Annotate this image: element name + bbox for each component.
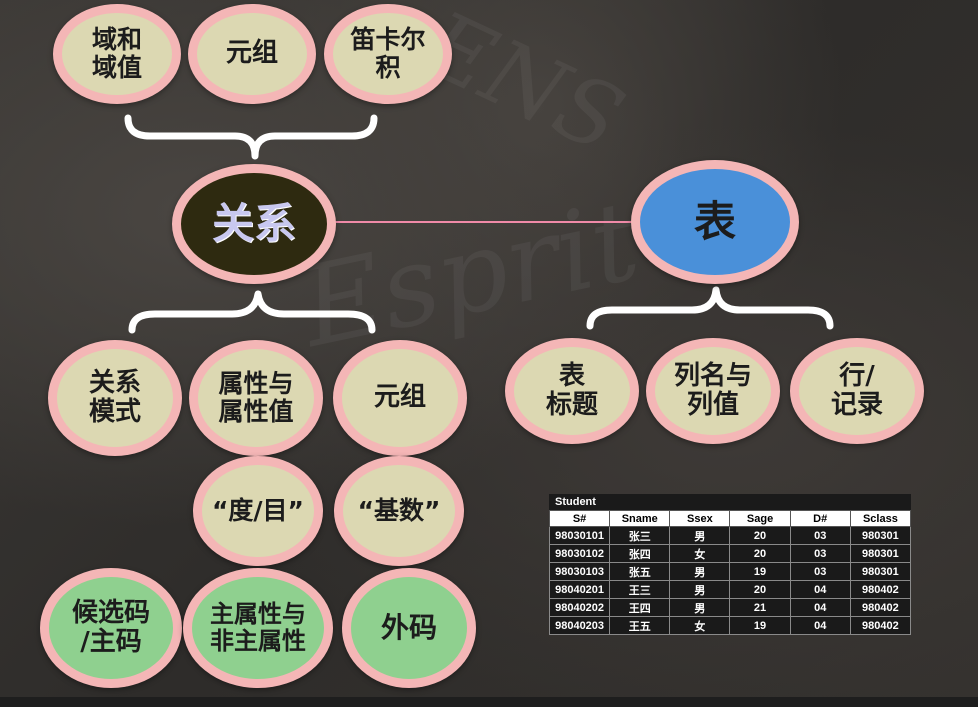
table-cell: 19 xyxy=(729,616,791,635)
node-table: 表 xyxy=(631,160,799,284)
table-cell: 21 xyxy=(729,598,791,617)
table-header-row: S# Sname Ssex Sage D# Sclass xyxy=(548,510,912,527)
table-cell: 男 xyxy=(669,580,731,599)
table-row: 98040201 王三 男 20 04 980402 xyxy=(548,580,912,599)
node-table-label: 表 xyxy=(693,197,736,247)
brace-top xyxy=(124,114,378,160)
table-row: 98040202 王四 男 21 04 980402 xyxy=(548,598,912,617)
table-cell: 王四 xyxy=(609,598,671,617)
node-candidate-key: 候选码 /主码 xyxy=(40,568,182,688)
node-row-record: 行/ 记录 xyxy=(790,338,924,444)
table-cell: 张四 xyxy=(609,544,671,563)
table-cell: 980301 xyxy=(849,562,912,581)
table-cell: 女 xyxy=(669,616,731,635)
table-cell: 980301 xyxy=(849,544,912,563)
student-table-panel: Student S# Sname Ssex Sage D# Sclass 980… xyxy=(548,494,912,635)
node-foreign-key: 外码 xyxy=(342,568,476,688)
node-attribute: 属性与 属性值 xyxy=(189,340,323,456)
table-cell: 张五 xyxy=(609,562,671,581)
bottom-bar xyxy=(0,697,978,707)
node-tuple: 元组 xyxy=(333,340,467,456)
node-cartesian-product: 笛卡尔 积 xyxy=(324,4,452,104)
table-cell: 98040203 xyxy=(548,616,611,635)
table-cell: 98030102 xyxy=(548,544,611,563)
node-caption-label: 表 标题 xyxy=(545,360,598,420)
brace-relation-children xyxy=(128,290,376,334)
node-row-label: 行/ 记录 xyxy=(830,360,883,420)
student-table: S# Sname Ssex Sage D# Sclass 98030101 张三… xyxy=(548,510,912,635)
column-header: Sname xyxy=(609,510,671,527)
node-foreign-key-label: 外码 xyxy=(380,611,437,645)
table-row: 98040203 王五 女 19 04 980402 xyxy=(548,616,912,635)
table-cell: 张三 xyxy=(609,526,671,545)
table-cell: 男 xyxy=(669,562,731,581)
node-table-caption: 表 标题 xyxy=(505,338,639,444)
node-degree-label: “度/目” xyxy=(212,496,304,525)
table-cell: 980301 xyxy=(849,526,912,545)
node-column: 列名与 列值 xyxy=(646,338,780,444)
column-header: Sage xyxy=(729,510,791,527)
node-tuple-top: 元组 xyxy=(188,4,316,104)
brace-table-children xyxy=(586,286,834,330)
node-relation-label: 关系 xyxy=(211,199,296,249)
table-row: 98030103 张五 男 19 03 980301 xyxy=(548,562,912,581)
node-domain-label: 域和 域值 xyxy=(91,25,142,82)
table-cell: 03 xyxy=(789,562,851,581)
table-cell: 03 xyxy=(789,526,851,545)
table-cell: 女 xyxy=(669,544,731,563)
node-candidate-key-label: 候选码 /主码 xyxy=(71,597,150,657)
column-header: S# xyxy=(548,510,611,527)
table-cell: 98040202 xyxy=(548,598,611,617)
table-cell: 王三 xyxy=(609,580,671,599)
table-cell: 20 xyxy=(729,544,791,563)
table-cell: 20 xyxy=(729,526,791,545)
node-attribute-label: 属性与 属性值 xyxy=(218,369,294,426)
node-tuple-label: 元组 xyxy=(373,382,426,413)
node-schema-label: 关系 模式 xyxy=(88,367,141,427)
table-cell: 98030103 xyxy=(548,562,611,581)
table-row: 98030101 张三 男 20 03 980301 xyxy=(548,526,912,545)
table-cell: 04 xyxy=(789,580,851,599)
table-cell: 男 xyxy=(669,526,731,545)
table-cell: 王五 xyxy=(609,616,671,635)
node-relation-schema: 关系 模式 xyxy=(48,340,182,456)
table-cell: 04 xyxy=(789,616,851,635)
table-cell: 04 xyxy=(789,598,851,617)
table-cell: 03 xyxy=(789,544,851,563)
table-cell: 男 xyxy=(669,598,731,617)
node-cartesian-label: 笛卡尔 积 xyxy=(350,25,426,82)
column-header: Ssex xyxy=(669,510,731,527)
table-cell: 98040201 xyxy=(548,580,611,599)
table-cell: 19 xyxy=(729,562,791,581)
table-cell: 980402 xyxy=(849,598,912,617)
column-header: D# xyxy=(789,510,851,527)
node-relation: 关系 xyxy=(172,164,336,284)
node-prime-attribute-label: 主属性与 非主属性 xyxy=(210,600,306,655)
node-cardinality-label: “基数” xyxy=(357,496,441,525)
node-domain: 域和 域值 xyxy=(53,4,181,104)
node-cardinality: “基数” xyxy=(334,456,464,566)
table-cell: 20 xyxy=(729,580,791,599)
student-table-caption: Student xyxy=(555,496,596,508)
table-row: 98030102 张四 女 20 03 980301 xyxy=(548,544,912,563)
column-header: Sclass xyxy=(849,510,912,527)
table-cell: 980402 xyxy=(849,616,912,635)
table-cell: 98030101 xyxy=(548,526,611,545)
node-degree: “度/目” xyxy=(193,456,323,566)
node-prime-attribute: 主属性与 非主属性 xyxy=(183,568,333,688)
node-column-label: 列名与 列值 xyxy=(673,360,752,420)
table-cell: 980402 xyxy=(849,580,912,599)
node-tuple-top-label: 元组 xyxy=(225,38,278,69)
